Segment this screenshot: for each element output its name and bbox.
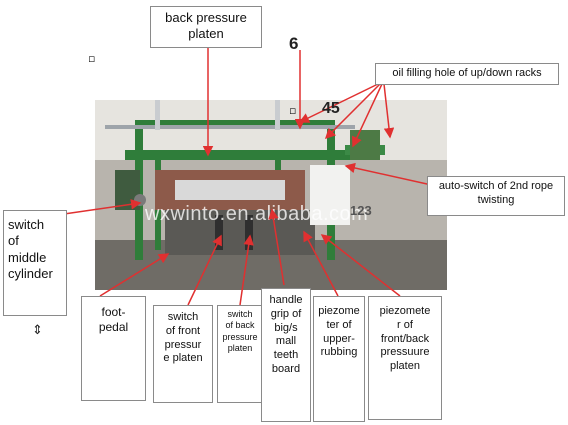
number-6: 6 [289,34,299,53]
number-45: 45 [322,100,340,117]
arrow-front-pressure [187,234,222,306]
arrow-oil-filling-1 [298,83,379,123]
number-123: 123 [350,203,372,218]
label-switch-back-pressure-platen: switch of back pressure platen [217,305,263,403]
arrow-back-pressure [239,234,254,306]
small-square-icon: ▫ [88,52,96,65]
label-switch-middle-cylinder: switch of middle cylinder [3,210,67,316]
label-piezometer-upper-rubbing: piezome ter of upper- rubbing [313,296,365,422]
arrow-oil-filling-4 [383,83,395,139]
label-auto-switch: auto-switch of 2nd rope twisting [427,176,565,216]
label-oil-filling-hole: oil filling hole of up/down racks [375,63,559,85]
label-foot-pedal: foot- pedal [81,296,146,401]
arrow-middle-cylinder [63,199,142,215]
watermark-text: wxwinto.en.alibaba.com [145,203,369,225]
small-square-icon-2: ▫ [289,104,297,117]
up-down-arrow-icon: ⇕ [32,323,43,338]
label-back-pressure-platen: back pressure platen [150,6,262,48]
label-handle-grip: handle grip of big/s mall teeth board [261,288,311,422]
arrow-piezometer-front [320,234,401,297]
label-switch-front-pressure-platen: switch of front pressur e platen [153,305,213,403]
arrow-handle-grip [268,208,285,286]
arrow-oil-filling-2 [324,83,381,140]
arrow-auto-switch [344,162,437,187]
arrow-foot-pedal [99,253,170,297]
arrow-piezometer-upper [303,230,339,297]
arrow-oil-filling-3 [352,83,383,148]
label-piezometer-front-back: piezomete r of front/back pressuure plat… [368,296,442,420]
